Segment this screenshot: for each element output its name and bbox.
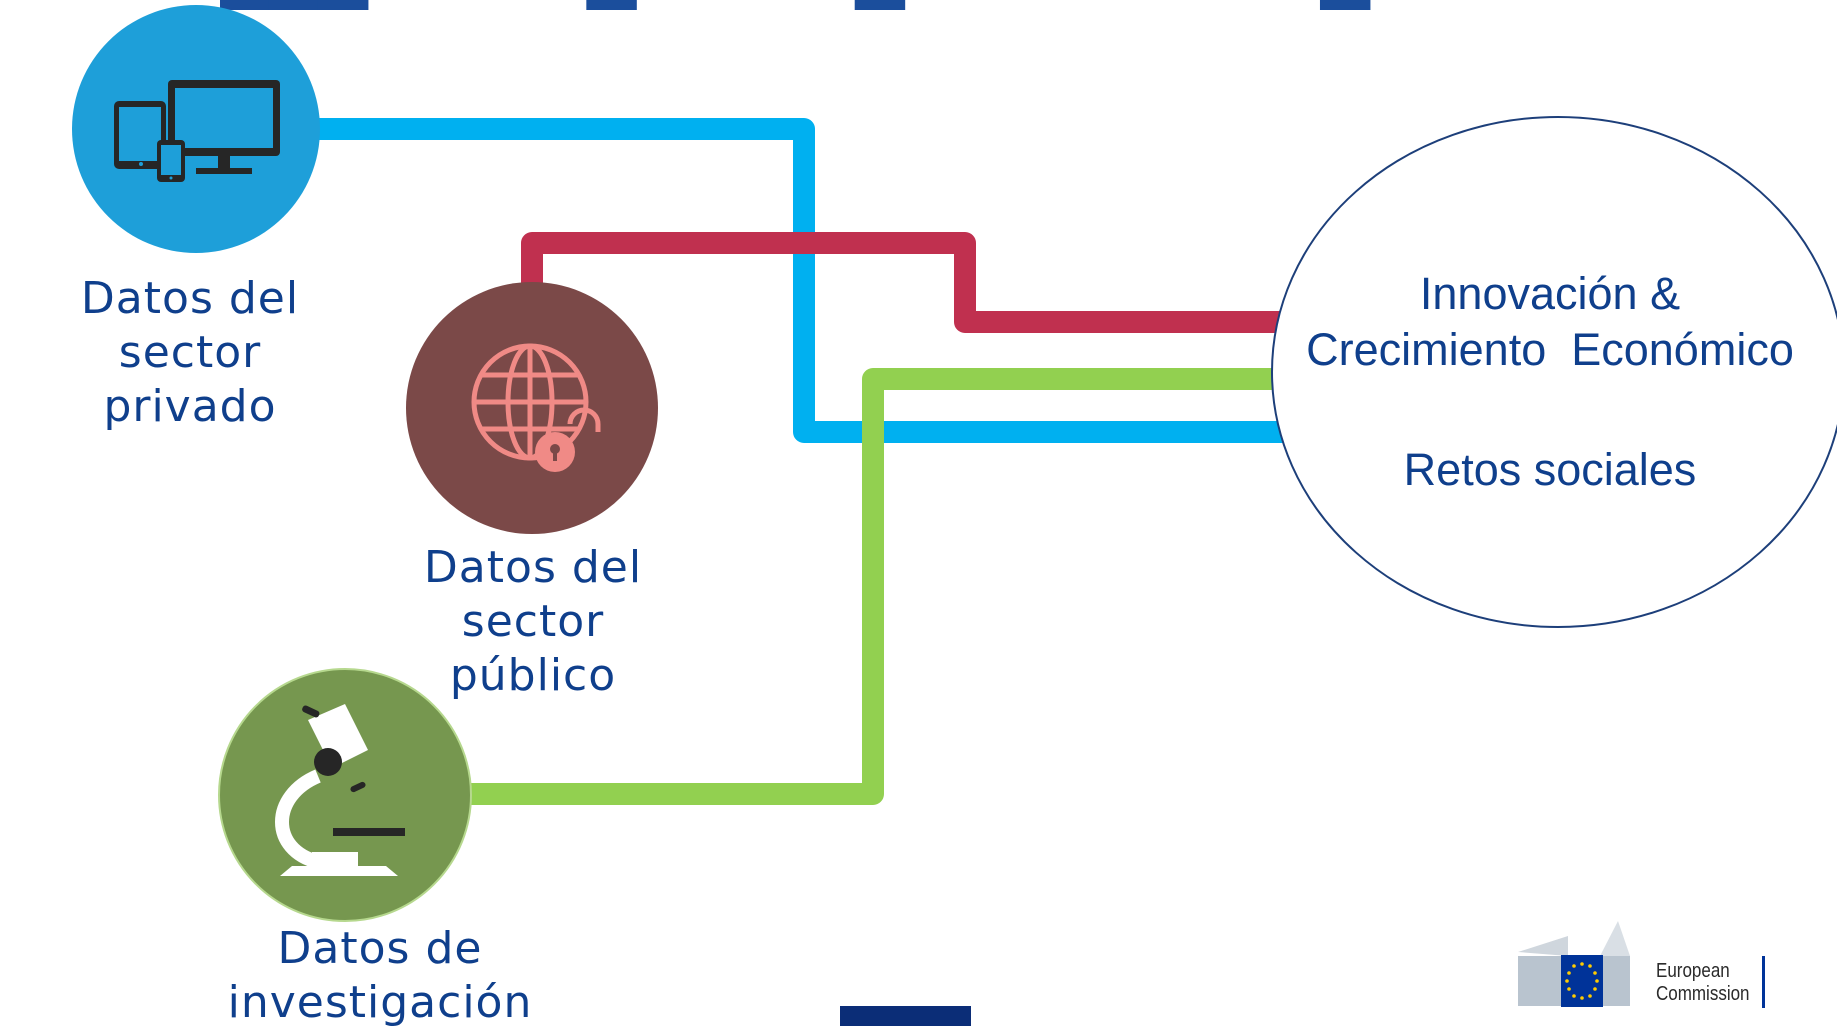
goal-text: Innovación & Crecimiento Económico xyxy=(1285,266,1815,378)
label-private-sector-line2: privado xyxy=(103,381,277,432)
european-commission-text: European Commission xyxy=(1656,960,1750,1006)
label-research-line2: investigación xyxy=(227,977,533,1028)
label-research-line1: Datos de xyxy=(277,923,483,974)
connector-research xyxy=(447,368,1301,805)
goal-ellipse xyxy=(1271,116,1837,628)
private-sector-node xyxy=(72,5,320,253)
connector-public xyxy=(521,232,1301,333)
connector-private xyxy=(289,118,1301,443)
goal-social: Retos sociales xyxy=(1403,444,1697,495)
microscope-icon xyxy=(275,704,405,876)
label-public-sector-line1: Datos del sector xyxy=(423,542,643,647)
ec-line2: Commission xyxy=(1656,983,1750,1005)
bottom-tab-block xyxy=(840,1006,971,1026)
ec-line1: European xyxy=(1656,960,1730,982)
research-node xyxy=(218,668,472,922)
devices-icon xyxy=(114,80,280,182)
label-public-sector-line2: público xyxy=(449,650,617,701)
public-sector-node xyxy=(406,282,658,534)
label-private-sector-line1: Datos del sector xyxy=(80,273,300,378)
goal-line2: Crecimiento Económico xyxy=(1306,324,1794,375)
label-private-sector: Datos del sector privado xyxy=(5,272,375,434)
slide-title-cropped: █▄▄ ▀▀▀▀▄ ▀▀▀▀▄ ▀▀▀▀▀▀▀▀▄ xyxy=(220,0,1660,10)
eu-flag-logo xyxy=(1518,921,1765,1008)
globe-lock-icon xyxy=(471,343,601,461)
goal-line1: Innovación & xyxy=(1419,268,1681,319)
label-public-sector: Datos del sector público xyxy=(348,541,718,703)
label-research: Datos de investigación xyxy=(210,922,550,1030)
